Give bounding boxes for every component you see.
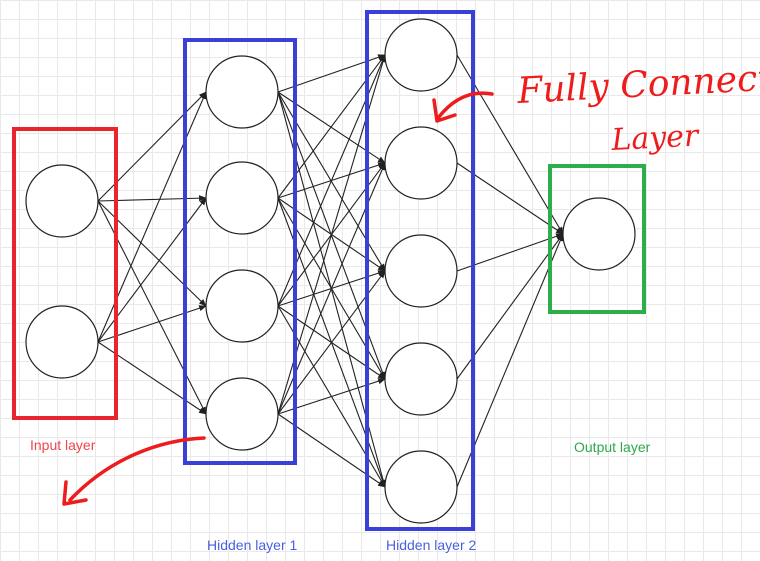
- hidden2-neuron: [384, 234, 458, 308]
- hidden1-neuron: [205, 269, 279, 343]
- neurons: [25, 18, 636, 524]
- hidden-layer-pointer-arrow-icon: [68, 436, 206, 502]
- hidden-layer-2-label: Hidden layer 2: [386, 537, 476, 553]
- input-neuron: [25, 164, 99, 238]
- hidden2-neuron: [384, 450, 458, 524]
- hidden-layer-2-box: [365, 10, 475, 531]
- annotation-layer: Layer: [610, 118, 701, 158]
- connection-edges: [97, 54, 564, 488]
- hidden2-neuron: [384, 342, 458, 416]
- hidden1-neuron: [205, 55, 279, 129]
- hidden1-neuron: [205, 377, 279, 451]
- annotation-fully-connected: Fully Connected: [515, 55, 760, 112]
- annotation-arrow-icon: [436, 91, 494, 120]
- output-layer-label: Output layer: [574, 439, 651, 455]
- hidden-layer-1-box: [183, 38, 297, 465]
- input-layer-box: [12, 127, 118, 420]
- hidden-layer-pointer-arrowhead-icon: [62, 480, 88, 506]
- hidden2-neuron: [384, 18, 458, 92]
- input-neuron: [25, 305, 99, 379]
- annotation-arrowhead-icon: [432, 98, 457, 123]
- input-layer-label: Input layer: [30, 437, 96, 453]
- hidden2-neuron: [384, 126, 458, 200]
- output-layer-box: [548, 164, 646, 314]
- hidden1-neuron: [205, 161, 279, 235]
- output-neuron: [562, 197, 636, 271]
- hidden-layer-1-label: Hidden layer 1: [207, 537, 297, 553]
